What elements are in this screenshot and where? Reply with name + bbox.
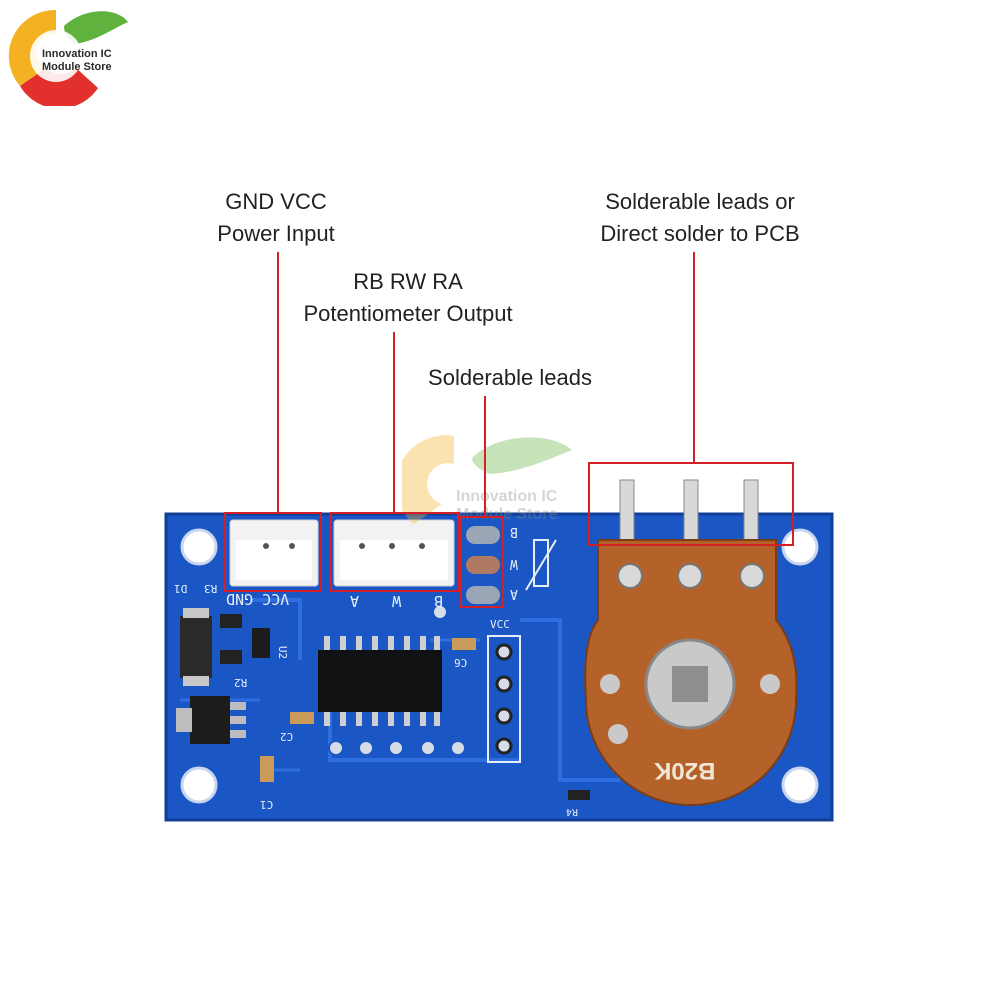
voltage-regulator xyxy=(190,696,230,744)
output-connector-highlight xyxy=(330,512,460,592)
capacitor-c6 xyxy=(452,638,476,650)
mount-hole-tr xyxy=(781,528,819,566)
power-connector-highlight xyxy=(224,512,322,592)
solder-pcb-callout-line1: Solderable leads or xyxy=(605,189,795,214)
pot-output-callout-line2: Potentiometer Output xyxy=(303,301,513,326)
pot-leads-highlight xyxy=(588,462,794,546)
power-callout-line1: GND VCC xyxy=(225,189,327,214)
watermark-text: Innovation IC Module Store xyxy=(456,488,557,524)
silk-w: W xyxy=(510,556,518,571)
silk-r3: R3 xyxy=(204,582,218,595)
silk-c6: C6 xyxy=(454,656,468,669)
output-leader-line xyxy=(393,332,395,514)
logo-text: Innovation IC Module Store xyxy=(42,48,112,74)
power-callout: GND VCC Power Input xyxy=(196,186,356,250)
watermark: Innovation IC Module Store xyxy=(395,428,602,538)
silk-r2: R2 xyxy=(234,676,248,689)
solder-leads-callout: Solderable leads xyxy=(408,362,612,394)
solder-leads-callout-text: Solderable leads xyxy=(428,365,592,390)
silk-vcc-gnd: VCC GND xyxy=(226,590,290,608)
watermark-graphic xyxy=(395,435,572,524)
silk-u2: U2 xyxy=(276,645,290,660)
silk-vcc: VCC xyxy=(490,618,510,631)
logo-line2: Module Store xyxy=(42,61,112,73)
silk-c1: C1 xyxy=(260,798,274,811)
silk-c2: C2 xyxy=(280,730,294,743)
pot-marking: B20K xyxy=(654,757,716,784)
silk-r4: R4 xyxy=(566,806,579,817)
mount-hole-tl xyxy=(180,528,218,566)
power-leader-line xyxy=(277,252,279,514)
watermark-line2: Module Store xyxy=(456,506,558,523)
potentiometer xyxy=(584,479,798,806)
pot-output-callout-line1: RB RW RA xyxy=(353,269,463,294)
store-logo: Innovation IC Module Store xyxy=(6,6,130,109)
solder-leads-leader-line xyxy=(484,396,486,518)
solder-pcb-callout: Solderable leads or Direct solder to PCB xyxy=(580,186,820,250)
silk-d1: D1 xyxy=(174,582,188,595)
silk-output-pins: B W A xyxy=(338,592,444,610)
watermark-line1: Innovation IC xyxy=(456,488,558,505)
solder-pads-highlight xyxy=(460,516,504,608)
solder-pad-w xyxy=(466,556,500,574)
logo-line1: Innovation IC xyxy=(42,48,112,60)
capacitor-c1 xyxy=(260,756,274,782)
pot-output-callout: RB RW RA Potentiometer Output xyxy=(278,266,538,330)
solder-pad-a xyxy=(466,586,500,604)
solder-pcb-callout-line2: Direct solder to PCB xyxy=(600,221,800,246)
pin-header xyxy=(487,635,521,763)
mount-hole-br xyxy=(781,766,819,804)
ic-chip xyxy=(318,650,442,712)
diode-d1 xyxy=(180,616,212,678)
logo-graphic xyxy=(8,9,128,109)
power-callout-line2: Power Input xyxy=(217,221,335,246)
capacitor-c2 xyxy=(290,712,314,724)
mount-hole-bl xyxy=(180,766,218,804)
solder-pad-b xyxy=(466,526,500,544)
pot-leader-line xyxy=(693,252,695,464)
silk-a: A xyxy=(510,586,518,601)
